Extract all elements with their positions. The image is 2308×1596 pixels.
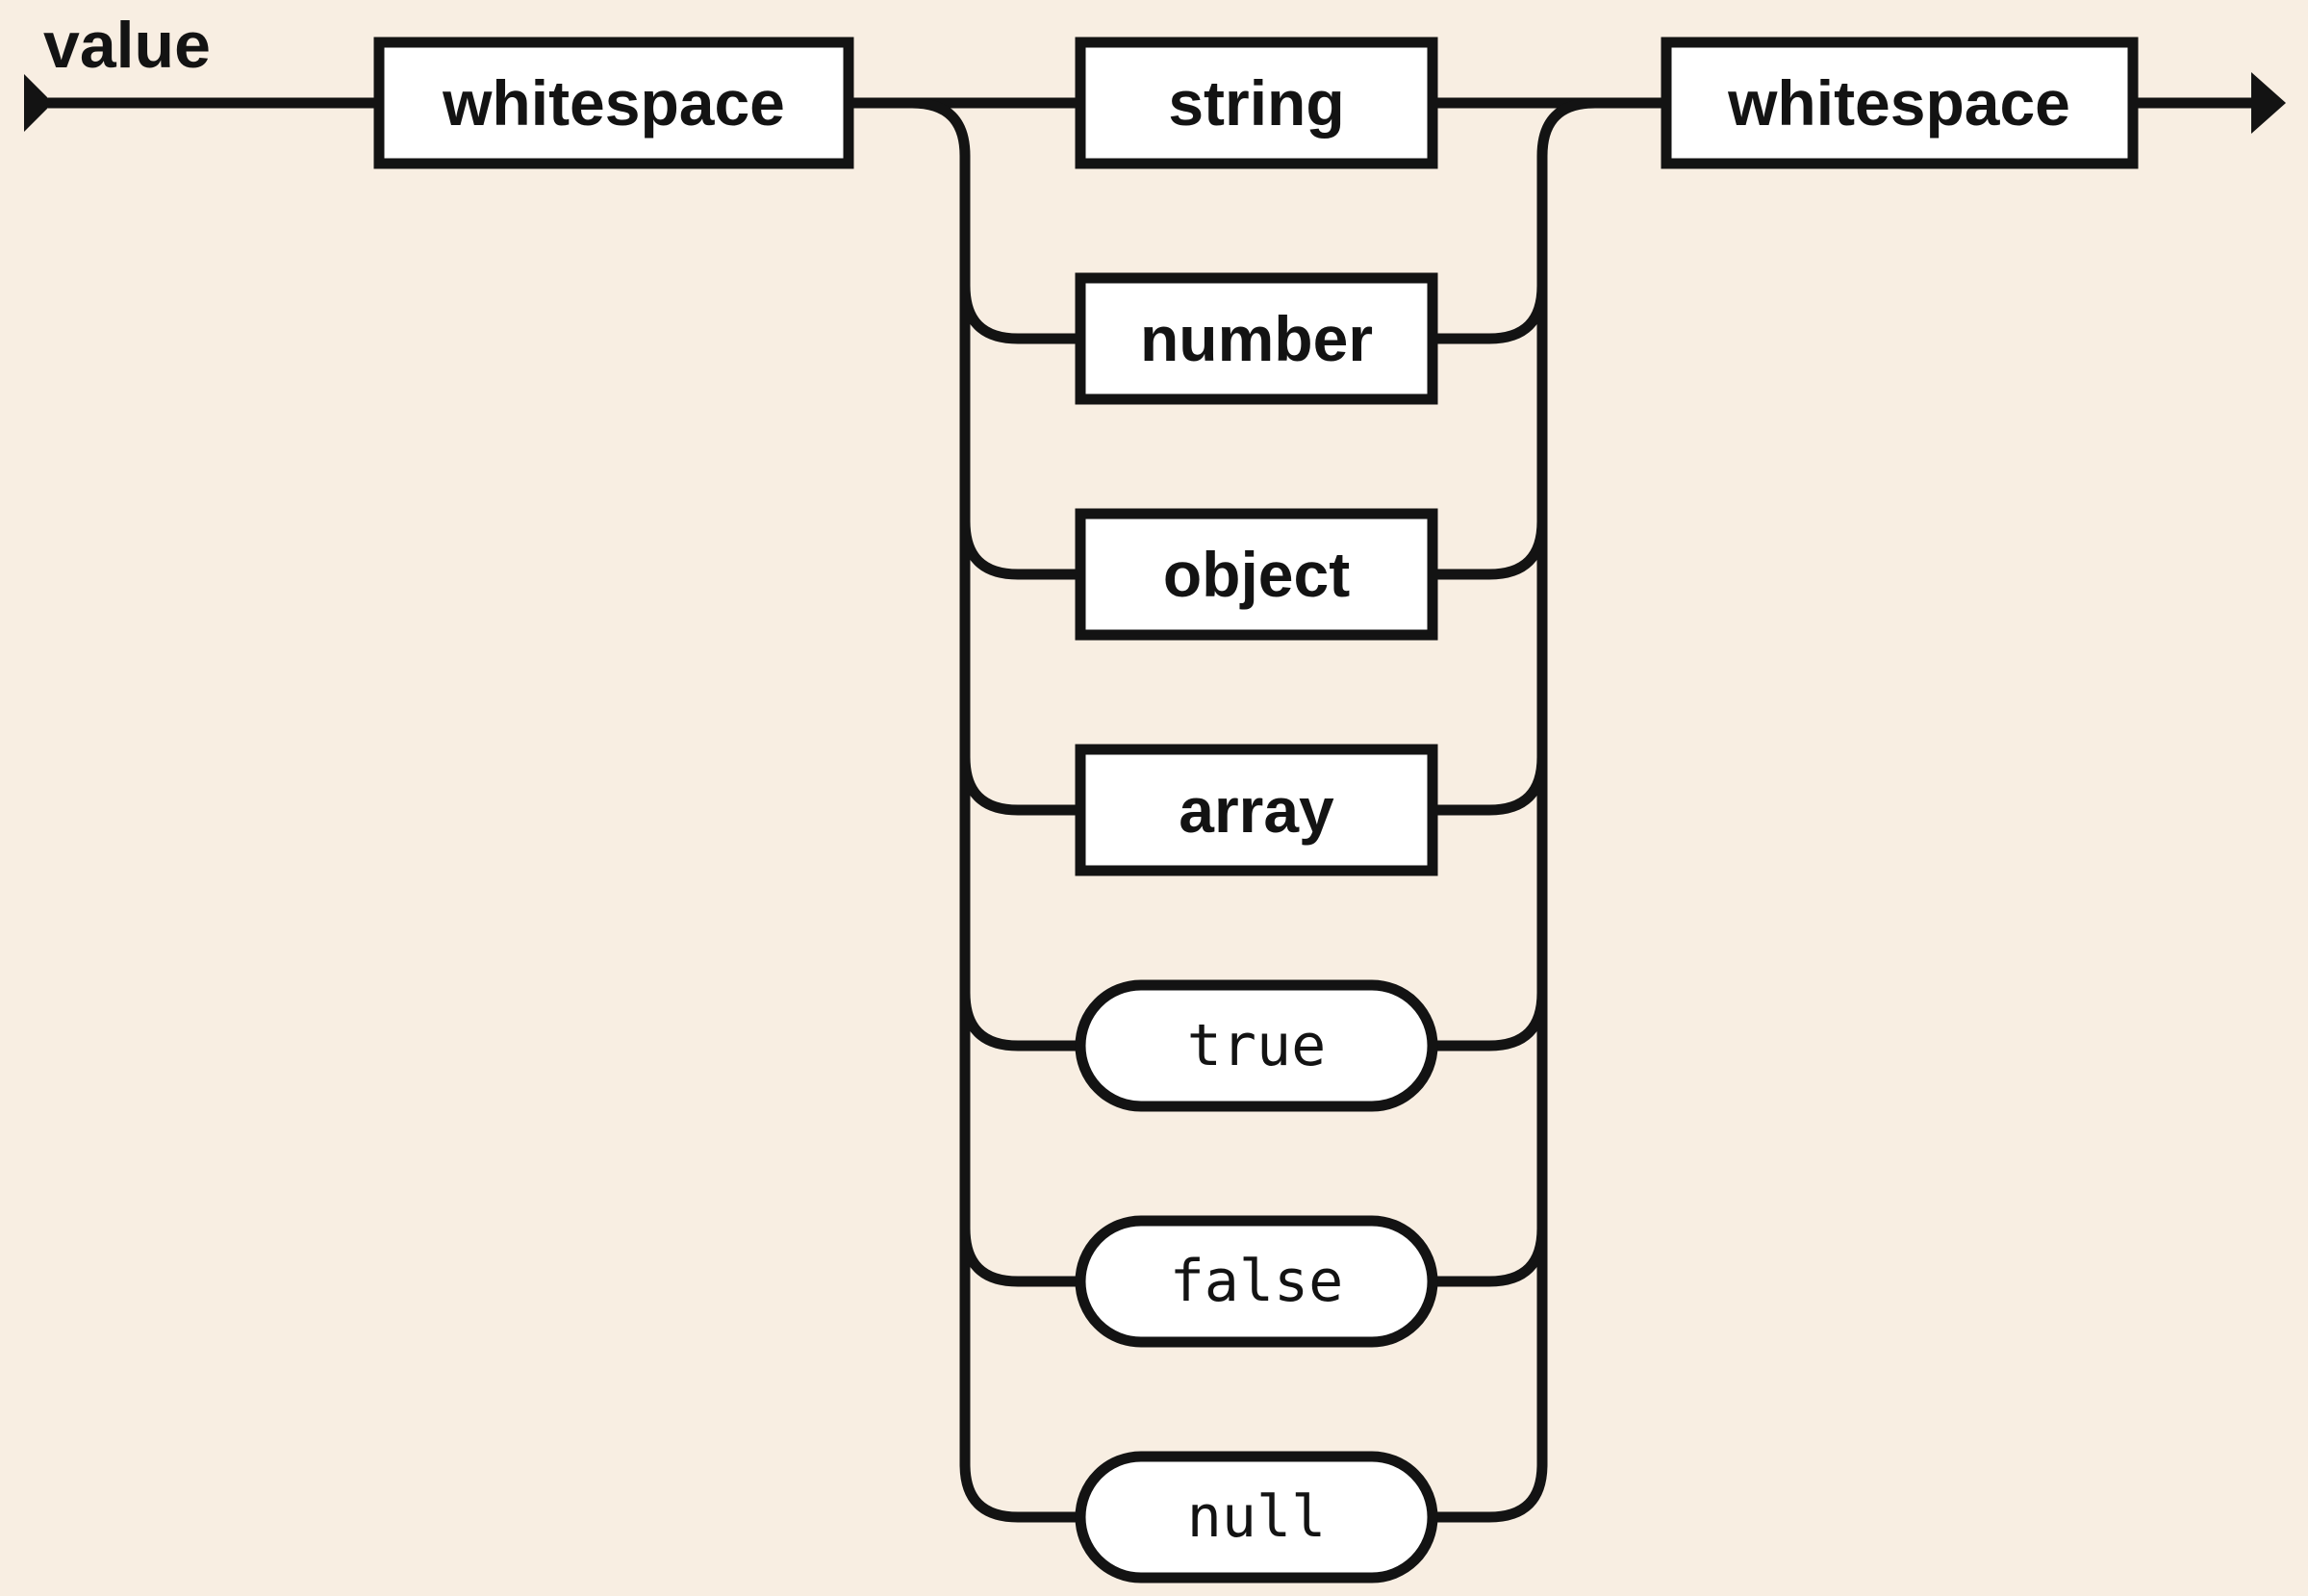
node-whitespace-post-box xyxy=(1661,37,2139,169)
node-string: string xyxy=(1075,37,1438,169)
node-string-label: string xyxy=(1168,67,1344,139)
end-arrow-icon xyxy=(2251,72,2286,134)
node-array-box xyxy=(1075,744,1438,876)
node-array-label: array xyxy=(1179,774,1334,846)
node-null: null xyxy=(1075,1451,1438,1583)
node-false: false xyxy=(1075,1215,1438,1348)
node-true: true xyxy=(1075,979,1438,1112)
start-arrow-icon xyxy=(24,74,53,132)
node-object-label: object xyxy=(1163,539,1350,610)
node-number: number xyxy=(1075,272,1438,405)
node-null-pill xyxy=(1075,1451,1438,1583)
node-true-label: true xyxy=(1187,1012,1327,1079)
node-whitespace-post-label: whitespace xyxy=(1727,67,2070,139)
branch-right-rail xyxy=(1426,97,1596,1523)
arrowheads xyxy=(24,72,2286,134)
node-whitespace-pre: whitespace xyxy=(373,37,854,169)
node-object-box xyxy=(1075,508,1438,641)
node-false-pill xyxy=(1075,1215,1438,1348)
node-number-box xyxy=(1075,272,1438,405)
node-array: array xyxy=(1075,744,1438,876)
node-true-pill xyxy=(1075,979,1438,1112)
node-string-box xyxy=(1075,37,1438,169)
node-null-label: null xyxy=(1187,1483,1327,1551)
node-whitespace-pre-box xyxy=(373,37,854,169)
branch-left-rail xyxy=(911,97,1087,1523)
node-number-label: number xyxy=(1140,303,1373,374)
node-whitespace-pre-label: whitespace xyxy=(442,67,785,139)
node-whitespace-post: whitespace xyxy=(1661,37,2139,169)
node-false-label: false xyxy=(1170,1248,1344,1315)
rule-title: value xyxy=(43,9,211,82)
node-object: object xyxy=(1075,508,1438,641)
